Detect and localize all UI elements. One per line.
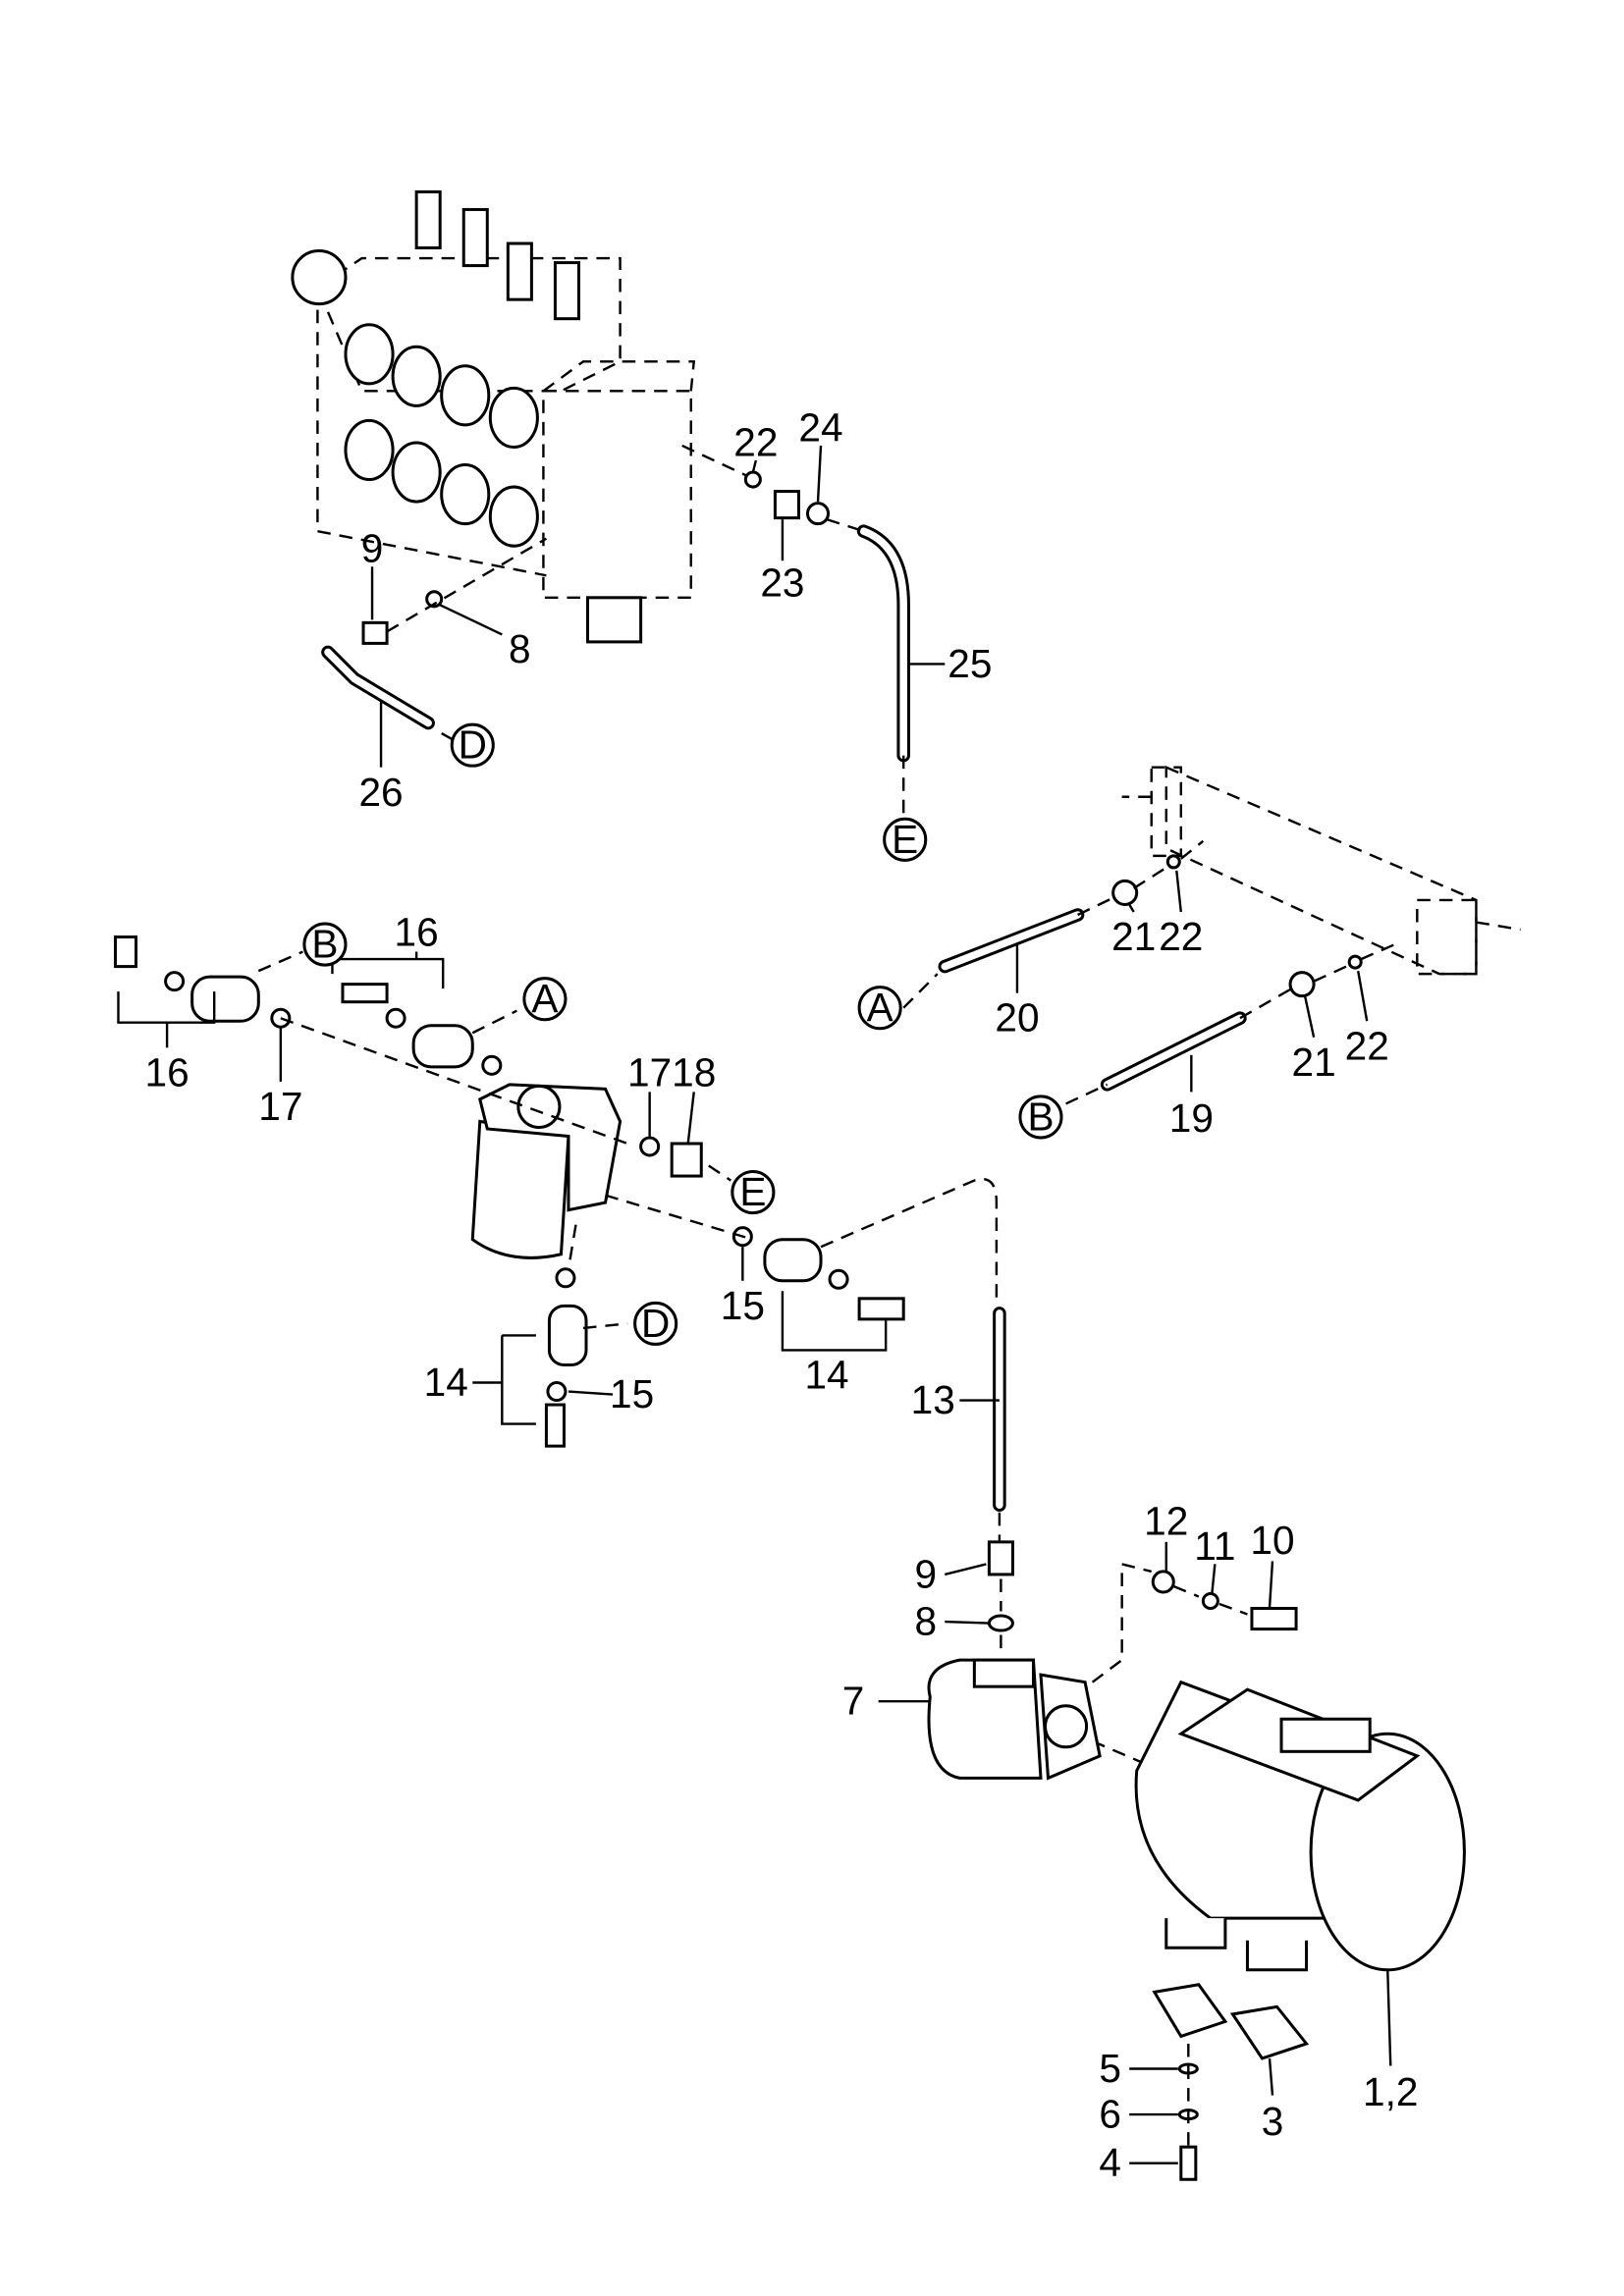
leader-line: [944, 1563, 987, 1576]
leader-line: [1268, 1561, 1274, 1609]
motor-tank-assembly: [1134, 1680, 1466, 2060]
callout-22: 22: [1159, 914, 1203, 959]
leader-line: [686, 1092, 695, 1145]
connector-marker-e: E: [731, 1169, 776, 1215]
valve-port: [440, 364, 491, 427]
callout-23: 23: [760, 560, 804, 605]
o-ring-8: [425, 590, 444, 609]
valve-port: [391, 441, 442, 504]
svg-text:E: E: [892, 817, 918, 862]
fitting-9: [361, 620, 389, 645]
svg-text:A: A: [531, 976, 558, 1021]
callout-18: 18: [672, 1049, 716, 1095]
callout-3: 3: [1262, 2099, 1284, 2144]
callout-20: 20: [995, 995, 1039, 1041]
connector-marker-d: D: [633, 1301, 678, 1346]
seal-24: [805, 502, 831, 526]
callout-22: 22: [733, 419, 778, 464]
callout-1-2: 1,2: [1363, 2069, 1418, 2114]
callout-13: 13: [911, 1377, 955, 1422]
callout-6: 6: [1099, 2092, 1121, 2137]
callout-21: 21: [1292, 1040, 1336, 1085]
steering-unit: [470, 1083, 623, 1259]
callout-26: 26: [358, 770, 403, 815]
callout-15: 15: [610, 1371, 654, 1416]
leader-line: [1268, 2057, 1274, 2096]
valve-port: [488, 386, 539, 449]
spool-handle: [461, 207, 489, 268]
leader-line: [1211, 1564, 1217, 1594]
svg-text:A: A: [867, 985, 893, 1030]
svg-text:B: B: [311, 922, 338, 967]
leader-line: [945, 1620, 990, 1625]
control-valve-assembly: [291, 189, 696, 644]
steering-cylinder: [1121, 765, 1521, 976]
connector-marker-b: B: [302, 922, 348, 967]
callout-9: 9: [361, 526, 384, 571]
callout-14: 14: [424, 1360, 468, 1405]
connector-marker-e: E: [883, 817, 928, 862]
callout-9: 9: [914, 1551, 937, 1596]
valve-port: [488, 485, 539, 548]
callout-8: 8: [509, 626, 531, 671]
connector-marker-b: B: [1018, 1094, 1063, 1140]
hydraulic-pump: [927, 1658, 1102, 1781]
callout-4: 4: [1099, 2140, 1121, 2185]
svg-text:B: B: [1027, 1094, 1054, 1139]
leader-line: [1128, 903, 1135, 913]
connector-23: [773, 490, 800, 520]
callout-16: 16: [395, 910, 439, 955]
svg-text:D: D: [641, 1301, 670, 1346]
fitting-9b: [987, 1540, 1014, 1576]
leader-line: [816, 445, 823, 503]
callout-12: 12: [1144, 1498, 1188, 1543]
svg-text:D: D: [459, 722, 487, 768]
valve-port: [344, 323, 395, 386]
callout-15: 15: [721, 1283, 765, 1328]
callout-21: 21: [1111, 914, 1156, 959]
leader-line: [439, 604, 503, 636]
connector-marker-d: D: [450, 722, 495, 768]
callout-5: 5: [1099, 2046, 1121, 2091]
callout-16: 16: [145, 1049, 189, 1095]
callout-25: 25: [947, 641, 992, 686]
callout-22: 22: [1345, 1023, 1389, 1068]
connector-marker-a: A: [857, 985, 902, 1031]
spool-handle: [506, 241, 533, 301]
spool-handle: [414, 189, 442, 250]
callout-24: 24: [798, 404, 842, 450]
callout-11: 11: [1194, 1523, 1235, 1569]
svg-text:E: E: [739, 1169, 766, 1214]
callout-19: 19: [1169, 1095, 1214, 1141]
valve-port: [344, 418, 395, 482]
leader-line: [1303, 995, 1316, 1039]
leader-line: [568, 1390, 614, 1396]
leader-line: [1386, 1969, 1392, 2066]
connector-marker-a: A: [522, 976, 568, 1022]
callout-17: 17: [627, 1049, 672, 1095]
spool-handle: [553, 261, 580, 321]
valve-port: [391, 345, 442, 407]
callout-14: 14: [804, 1353, 848, 1398]
leader-line: [1175, 870, 1182, 913]
valve-port: [440, 463, 491, 526]
o-ring-22: [743, 470, 762, 489]
callout-8: 8: [914, 1599, 937, 1644]
leader-line: [751, 459, 758, 473]
callout-7: 7: [842, 1679, 865, 1724]
callout-10: 10: [1250, 1518, 1294, 1563]
leader-line: [1357, 970, 1369, 1022]
callout-17: 17: [258, 1084, 302, 1129]
